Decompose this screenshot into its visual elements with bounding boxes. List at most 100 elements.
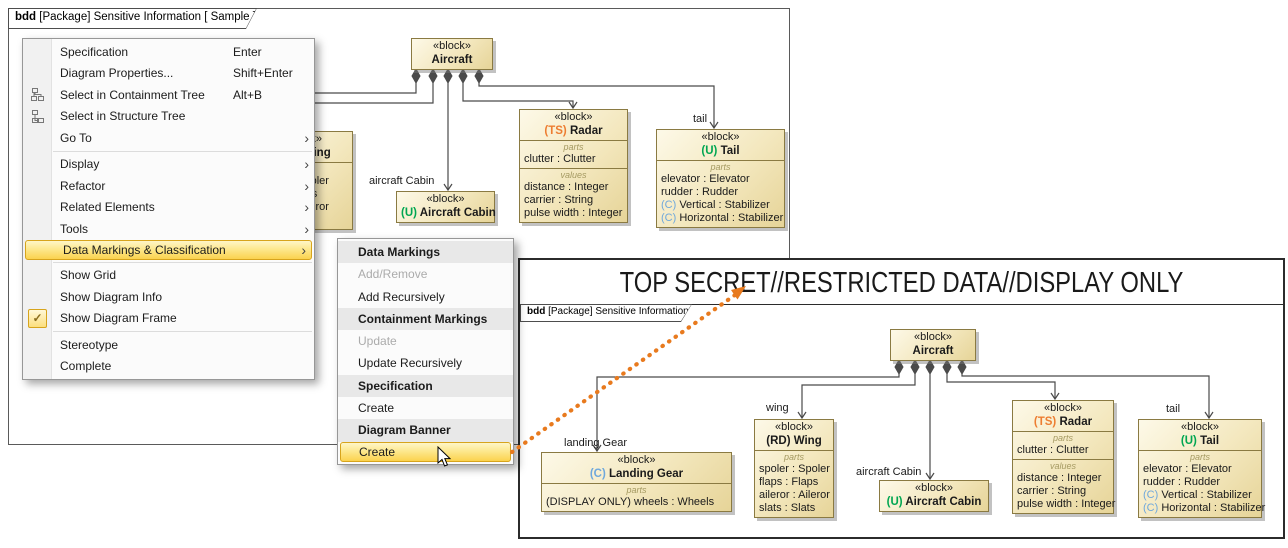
menu-item-select-in-structure-tree[interactable]: Select in Structure Tree [23,106,314,128]
block-property: distance : Integer [524,181,609,193]
menu-item-label: Go To [60,130,92,145]
part-label-aircraft-cabin-2[interactable]: aircraft Cabin [856,466,922,478]
block-aircraft-1[interactable]: «block»Aircraft [411,38,493,70]
banner-divider [520,304,1283,305]
classification-marking: (C) [661,212,680,224]
block-property: (C) Vertical : Stabilizer [1143,489,1252,501]
arrowhead [1204,411,1214,420]
menu-item-label: Diagram Properties... [60,66,174,81]
block-header: «block»(TS) Radar [1013,401,1113,431]
part-label-tail-1[interactable]: tail [693,113,708,125]
menu-item-diagram-properties[interactable]: Diagram Properties... Shift+Enter [23,63,314,85]
connector-aircraft-landing-gear[interactable] [299,83,434,104]
menu-item-data-markings-classification[interactable]: Data Markings & Classification› [25,239,312,260]
diagram-tab-2[interactable]: bdd [Package] Sensitive Information [ Sa… [520,304,692,322]
block-header: «block»(U) Aircraft Cabin [880,481,988,511]
block-property: (DISPLAY ONLY) wheels : Wheels [546,496,715,508]
classification-marking: (C) [661,199,680,211]
submenu-item-create[interactable]: Create [340,441,511,462]
block-aircraft-cabin-1[interactable]: «block»(U) Aircraft Cabin [396,191,496,223]
classification-banner: TOP SECRET//RESTRICTED DATA//DISPLAY ONL… [619,267,1184,299]
arrowhead [1050,392,1060,401]
submenu-chevron-icon: › [304,199,309,216]
submenu-group-containment-markings: Containment Markings [338,307,513,331]
block-property: elevator : Elevator [1143,463,1232,475]
connector-aircraft-wing[interactable] [299,83,417,94]
classification-marking: (C) [1143,502,1162,514]
block-property: pulse width : Integer [524,207,623,219]
block-property: rudder : Rudder [661,186,739,198]
block-aircraft-2[interactable]: «block»Aircraft [890,329,976,361]
part-label-aircraft-cabin-1[interactable]: aircraft Cabin [369,175,435,187]
block-header: «block»Aircraft [891,330,975,360]
menu-item-label: Related Elements [60,200,155,215]
submenu-item-update[interactable]: Update [358,334,397,349]
compartment-label: values [560,170,587,180]
compartment-label: values [1049,461,1076,471]
arrowhead [925,472,935,481]
block-stereotype: «block» [914,331,952,343]
checkmark-icon: ✓ [28,308,47,328]
block-stereotype: «block» [554,111,593,123]
part-label-wing-2[interactable]: wing [766,402,789,414]
menu-item-label: Stereotype [60,337,119,352]
composition-diamonds [411,67,484,85]
menu-item-label: Select in Structure Tree [60,109,186,124]
connector-aircraft-radar[interactable] [462,83,574,108]
block-header: «block» (U) Tail [1139,420,1261,450]
menu-item-label: Refactor [60,178,106,193]
submenu-item-create[interactable]: Create [358,401,395,416]
menu-item-stereotype[interactable]: Stereotype [23,334,314,356]
submenu-chevron-icon: › [304,220,309,237]
menu-item-display[interactable]: Display› [23,154,314,176]
menu-item-go-to[interactable]: Go To › [23,127,314,149]
menu-item-related-elements[interactable]: Related Elements › [23,197,314,219]
connector-aircraft-landing-gear[interactable] [596,374,900,451]
block-name: (U) Tail [701,145,740,157]
diagram-tab-title: [Package] Sensitive Information [ Sample… [36,11,256,23]
block-stereotype: «block» [617,454,656,466]
block-stereotype: «block» [1181,421,1219,433]
diagram-tab-1[interactable]: bdd [Package] Sensitive Information [ Sa… [8,8,257,29]
compartment-label: parts [563,142,584,152]
part-label-landing-gear-2[interactable]: landing Gear [564,437,627,449]
compartment-label: parts [1052,433,1073,443]
submenu-item-update-recursively[interactable]: Update Recursively [358,356,463,371]
menu-item-tools[interactable]: Tools › [23,218,314,240]
structure-tree-icon [23,109,52,123]
menu-item-show-diagram-frame[interactable]: ✓ Show Diagram Frame [23,308,314,330]
part-label-tail-2[interactable]: tail [1166,403,1181,415]
menu-item-show-diagram-info[interactable]: Show Diagram Info [23,286,314,308]
classification-marking: (U) [1180,435,1201,447]
block-stereotype: «block» [1044,402,1082,414]
connector-aircraft-wing[interactable] [801,374,916,418]
block-header: «block»(U) Aircraft Cabin [397,192,496,222]
block-header: «block»Aircraft [412,39,492,69]
menu-item-refactor[interactable]: Refactor› [23,175,314,197]
menu-item-complete[interactable]: Complete [23,356,314,378]
connector-aircraft-radar[interactable] [946,374,1056,399]
menu-item-label: Show Diagram Frame [60,311,177,326]
menu-item-label: Tools [60,221,89,236]
menu-item-shortcut: Shift+Enter [233,66,293,81]
block-name: (U) Tail [1180,435,1220,447]
submenu-chevron-icon: › [304,129,309,146]
block-property: (C) Vertical : Stabilizer [661,199,770,211]
block-aircraft-cabin-2[interactable]: «block»(U) Aircraft Cabin [879,480,989,512]
classification-marking: (C) [1143,489,1162,501]
submenu-group-specification: Specification [338,374,513,398]
block-property: clutter : Clutter [524,153,596,165]
submenu-item-add-remove[interactable]: Add/Remove [358,267,428,282]
block-property: clutter : Clutter [1017,444,1089,456]
classification-marking: (U) [886,496,906,508]
menu-item-show-grid[interactable]: Show Grid [23,265,314,287]
submenu-item-add-recursively[interactable]: Add Recursively [358,289,445,304]
